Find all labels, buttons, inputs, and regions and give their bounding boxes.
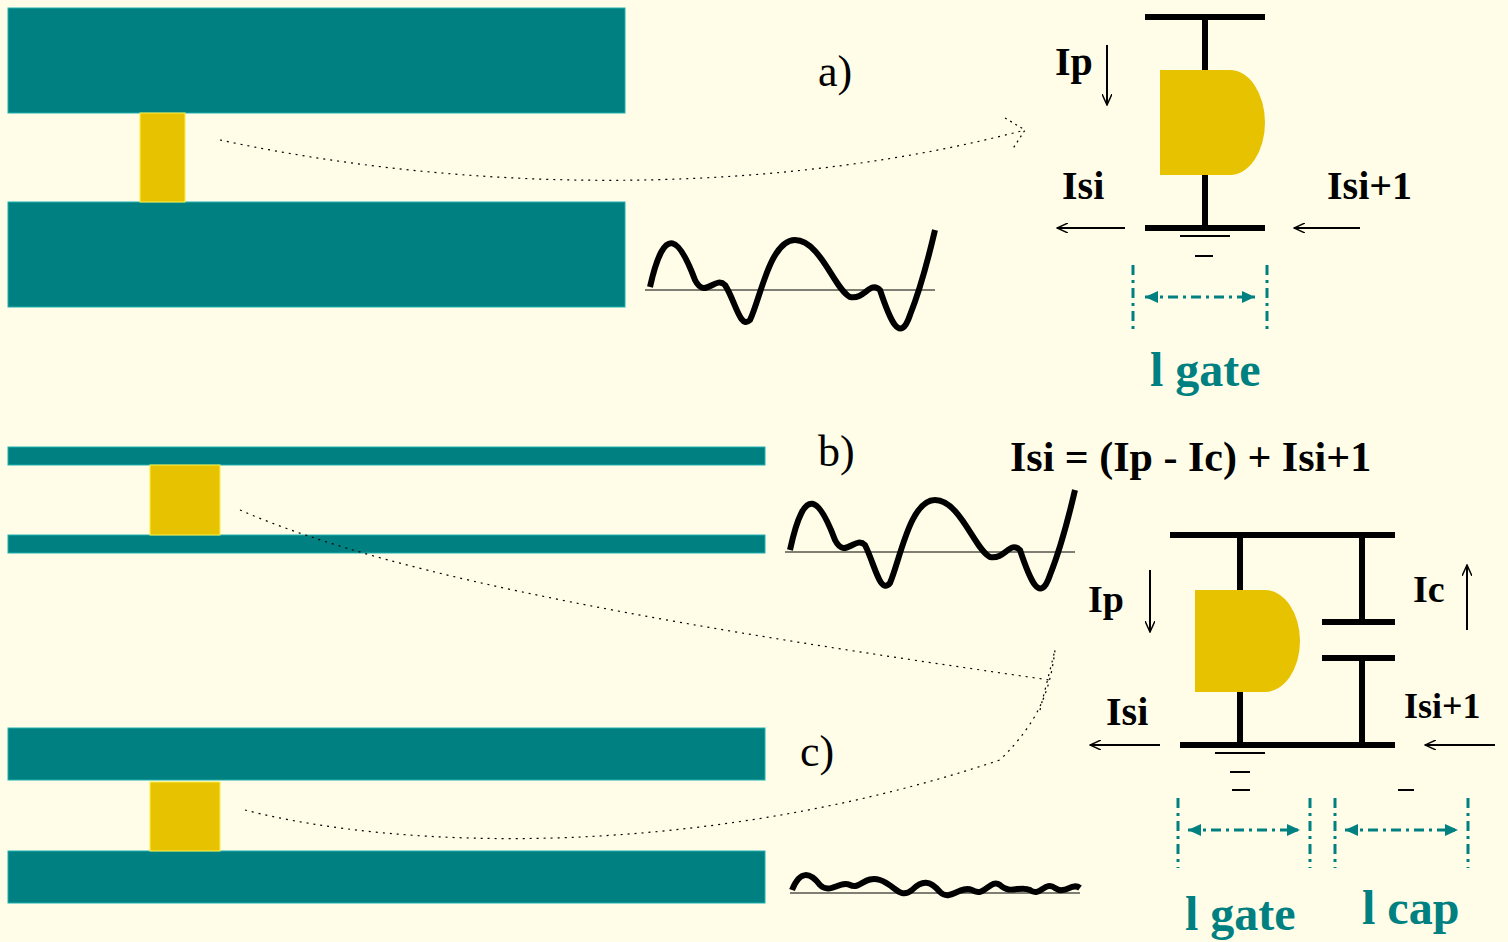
panel-letter: b) <box>818 430 855 474</box>
dimension-a <box>1133 265 1267 332</box>
equation: Isi = (Ip - Ic) + Isi+1 <box>1010 436 1371 478</box>
current-name: Ip <box>1055 42 1093 82</box>
dimension-label: l gate <box>1185 890 1296 938</box>
current-arrows-a <box>1057 45 1360 228</box>
gate-symbol <box>1160 70 1265 175</box>
baseline <box>645 290 935 291</box>
current-name: Isi <box>1106 692 1148 732</box>
power-planes-b <box>8 447 765 553</box>
leader-line <box>245 650 1055 839</box>
noise-wave <box>650 230 935 329</box>
leader-line <box>220 130 1025 180</box>
power-planes-c <box>8 728 765 903</box>
gate-symbol <box>1195 590 1300 692</box>
noise-wave <box>790 490 1075 589</box>
dimension-bc <box>1178 798 1468 868</box>
dimension-label: l gate <box>1150 346 1261 394</box>
current-name: Isi+1 <box>1327 166 1412 206</box>
leader-head <box>1005 118 1025 150</box>
current-name: Ic <box>1413 570 1445 608</box>
gate-cap-schematic <box>1170 535 1414 790</box>
current-arrows-bc <box>1090 565 1495 745</box>
current-name: Isi <box>1062 166 1104 206</box>
current-name: Isi+1 <box>1404 688 1481 724</box>
leader-line <box>240 510 1050 680</box>
small-noise-wave <box>792 875 1080 895</box>
baseline <box>785 552 1075 553</box>
panel-letter: a) <box>818 50 852 94</box>
dimension-label: l cap <box>1362 884 1459 932</box>
panel-letter: c) <box>800 730 834 774</box>
current-name: Ip <box>1088 580 1124 618</box>
gate-schematic-a <box>1145 17 1265 256</box>
